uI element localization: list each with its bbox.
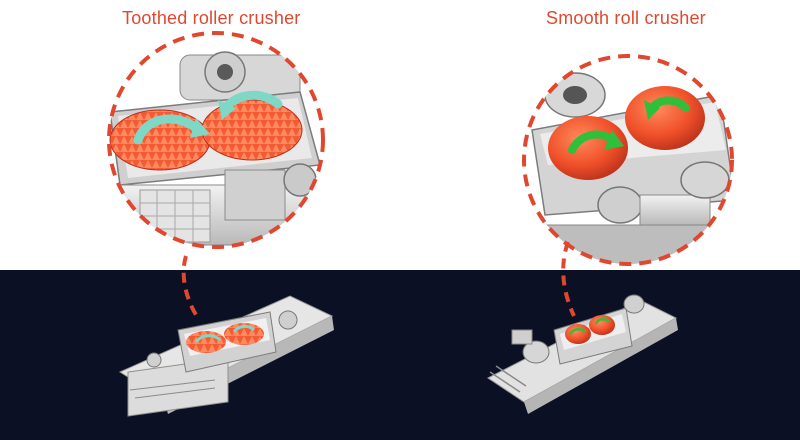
right-closeup-ring (522, 54, 734, 266)
smooth-roll-crusher-label: Smooth roll crusher (546, 8, 706, 28)
toothed-roller-crusher-machine (118, 295, 334, 417)
right-connector-line (561, 241, 576, 317)
left-closeup-ring (107, 31, 325, 249)
smooth-roll-crusher-machine (487, 294, 678, 414)
smooth-roll-closeup (522, 54, 734, 266)
left-connector-line (181, 255, 200, 320)
toothed-roller-crusher-label: Toothed roller crusher (122, 8, 301, 28)
toothed-roller-closeup (107, 31, 325, 249)
